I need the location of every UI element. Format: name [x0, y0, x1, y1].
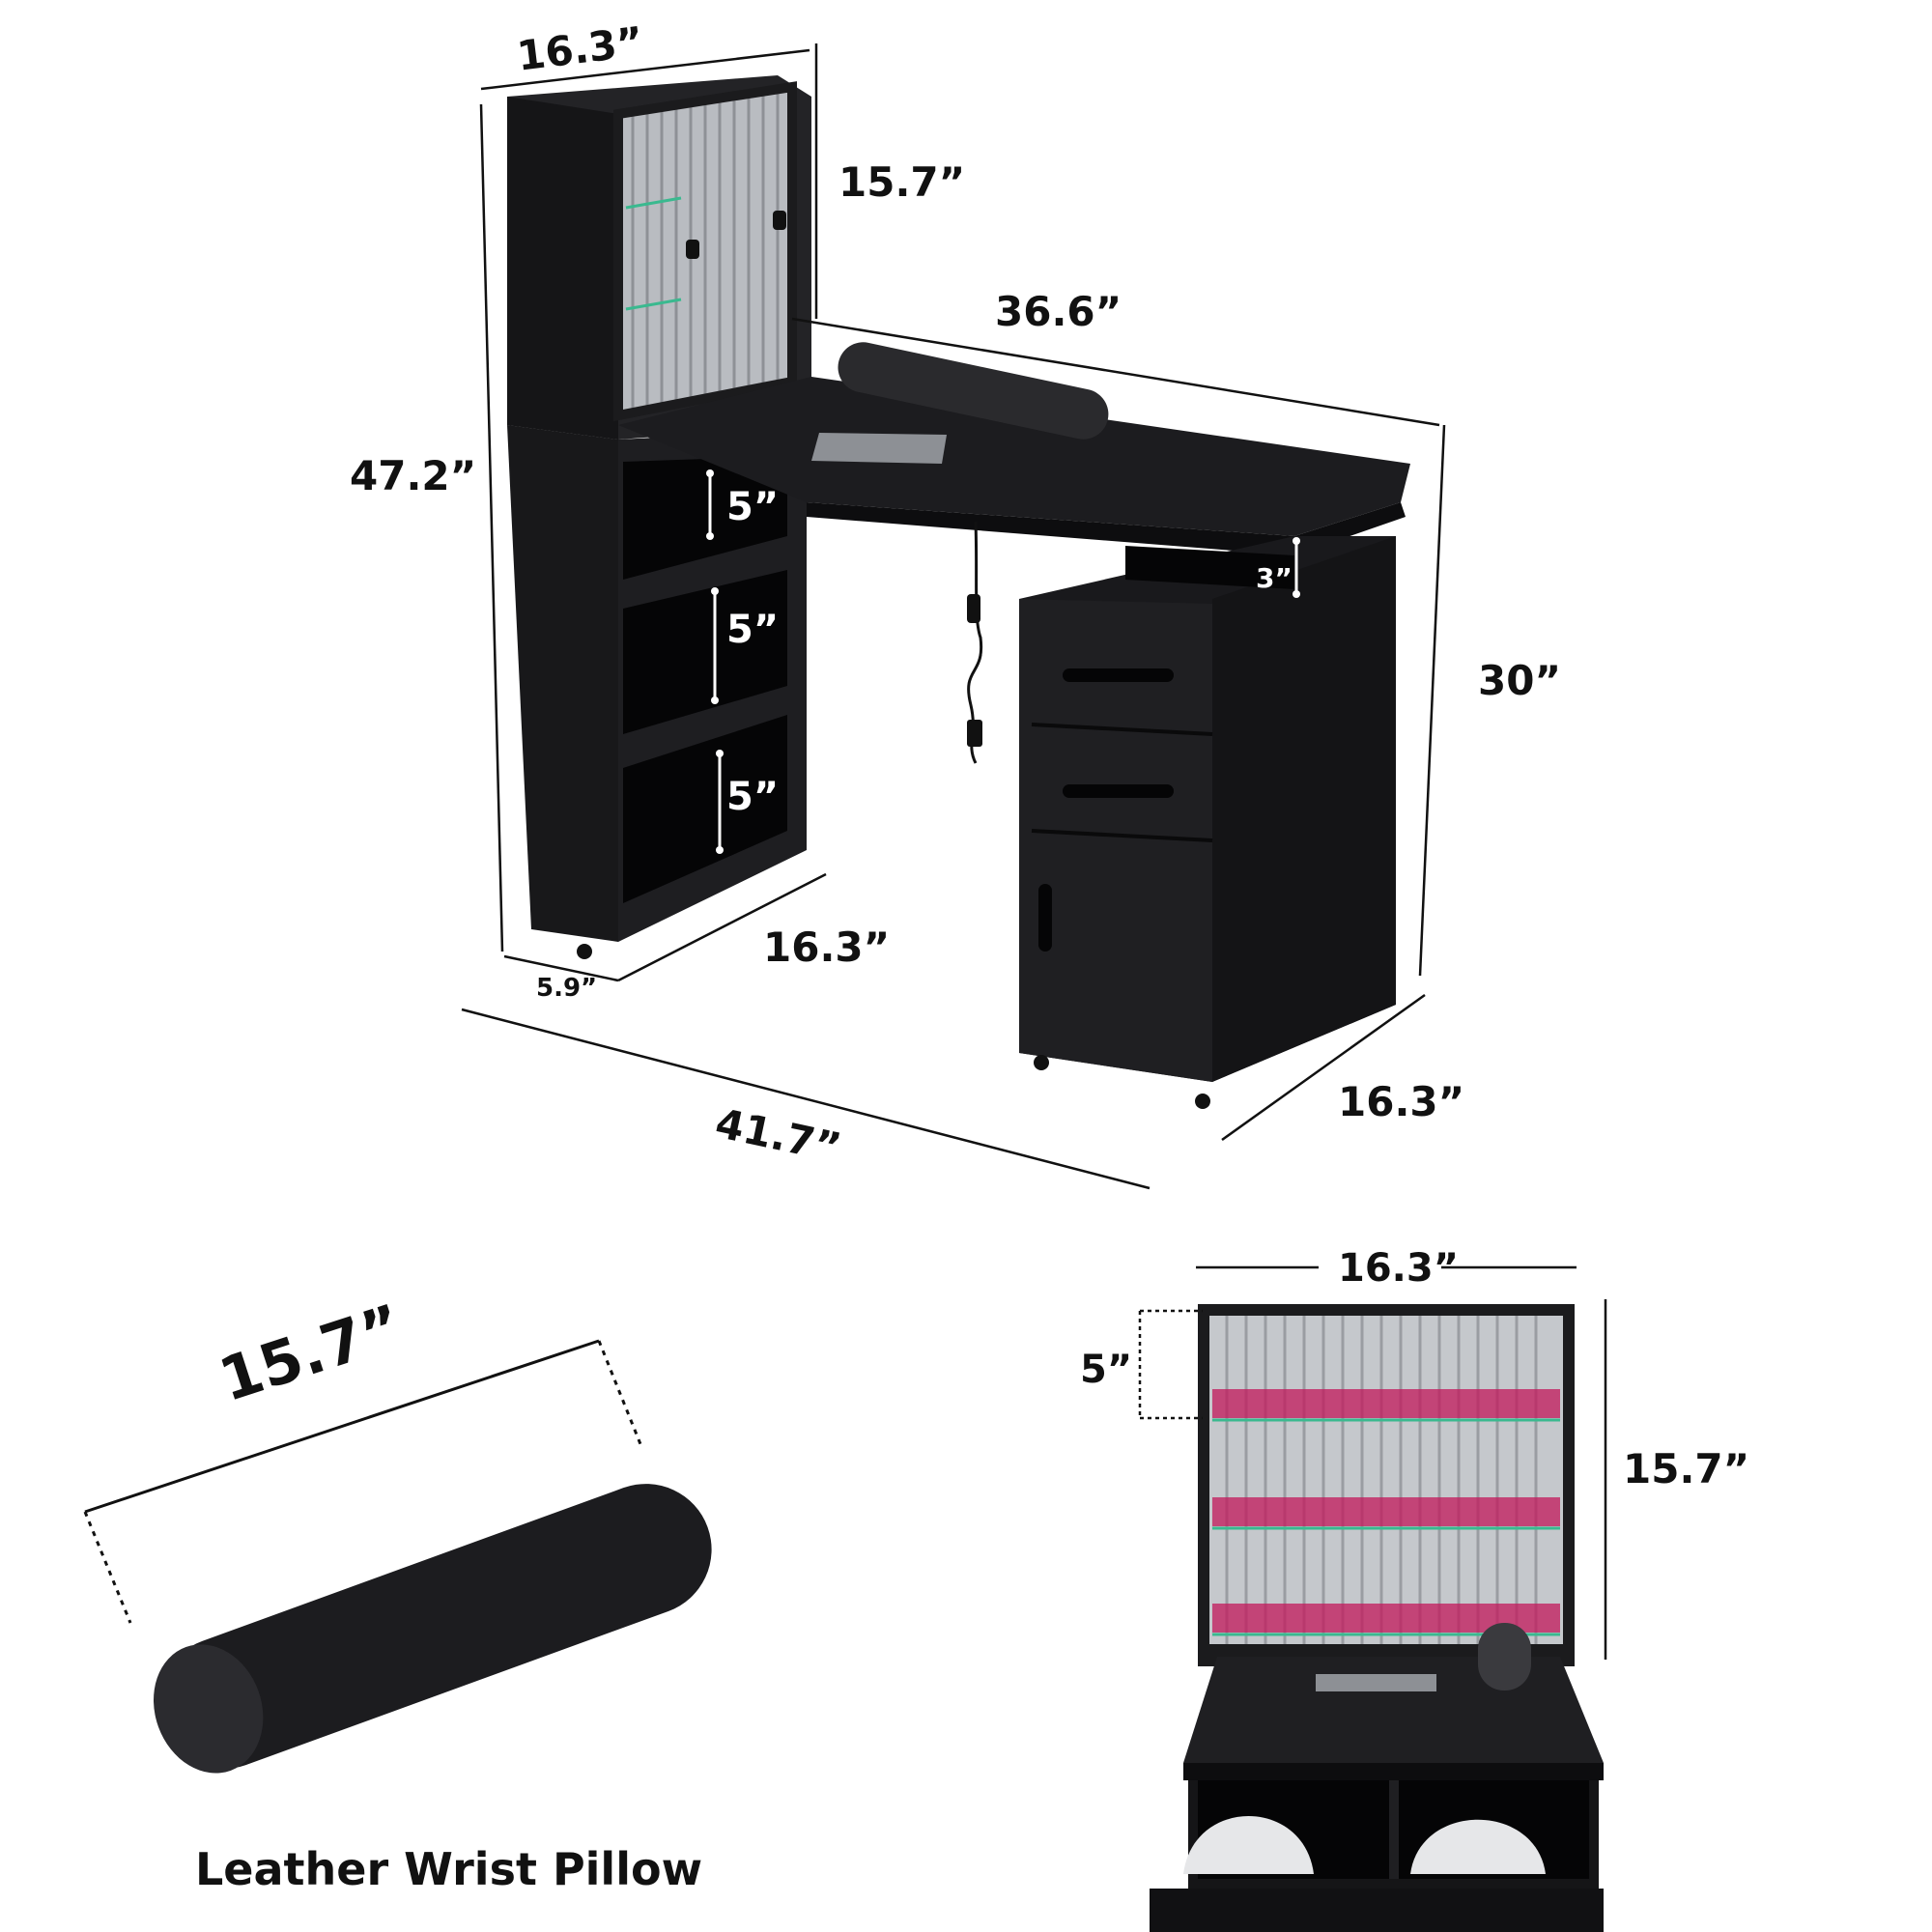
- total-height-label: 47.2”: [350, 452, 477, 499]
- side-depth-label: 16.3”: [763, 923, 891, 971]
- front-width-label: 16.3”: [1338, 1246, 1459, 1291]
- power-cord-icon: [967, 521, 983, 764]
- shelf-gap-2-label: 5”: [726, 608, 780, 652]
- desktop-width-label: 36.6”: [995, 288, 1122, 335]
- pedestal-depth-label: 16.3”: [1338, 1078, 1465, 1125]
- shelf-gap-3-label: 5”: [726, 775, 780, 819]
- front-shelf-gap-label: 5”: [1080, 1348, 1133, 1392]
- desk-height-label: 30”: [1478, 657, 1562, 704]
- drawer-gap-label: 3”: [1256, 562, 1293, 594]
- side-width-label: 5.9”: [536, 974, 598, 1003]
- front-height-label: 15.7”: [1623, 1445, 1750, 1492]
- cabinet-height-label: 15.7”: [838, 158, 966, 206]
- wrist-pillow-caption: Leather Wrist Pillow: [195, 1843, 703, 1895]
- wrist-pillow-icon: [154, 1484, 712, 1774]
- uv-lamp-icon: [1183, 1816, 1546, 1874]
- shelf-gap-1-label: 5”: [726, 485, 780, 529]
- front-view: [1150, 1304, 1604, 1932]
